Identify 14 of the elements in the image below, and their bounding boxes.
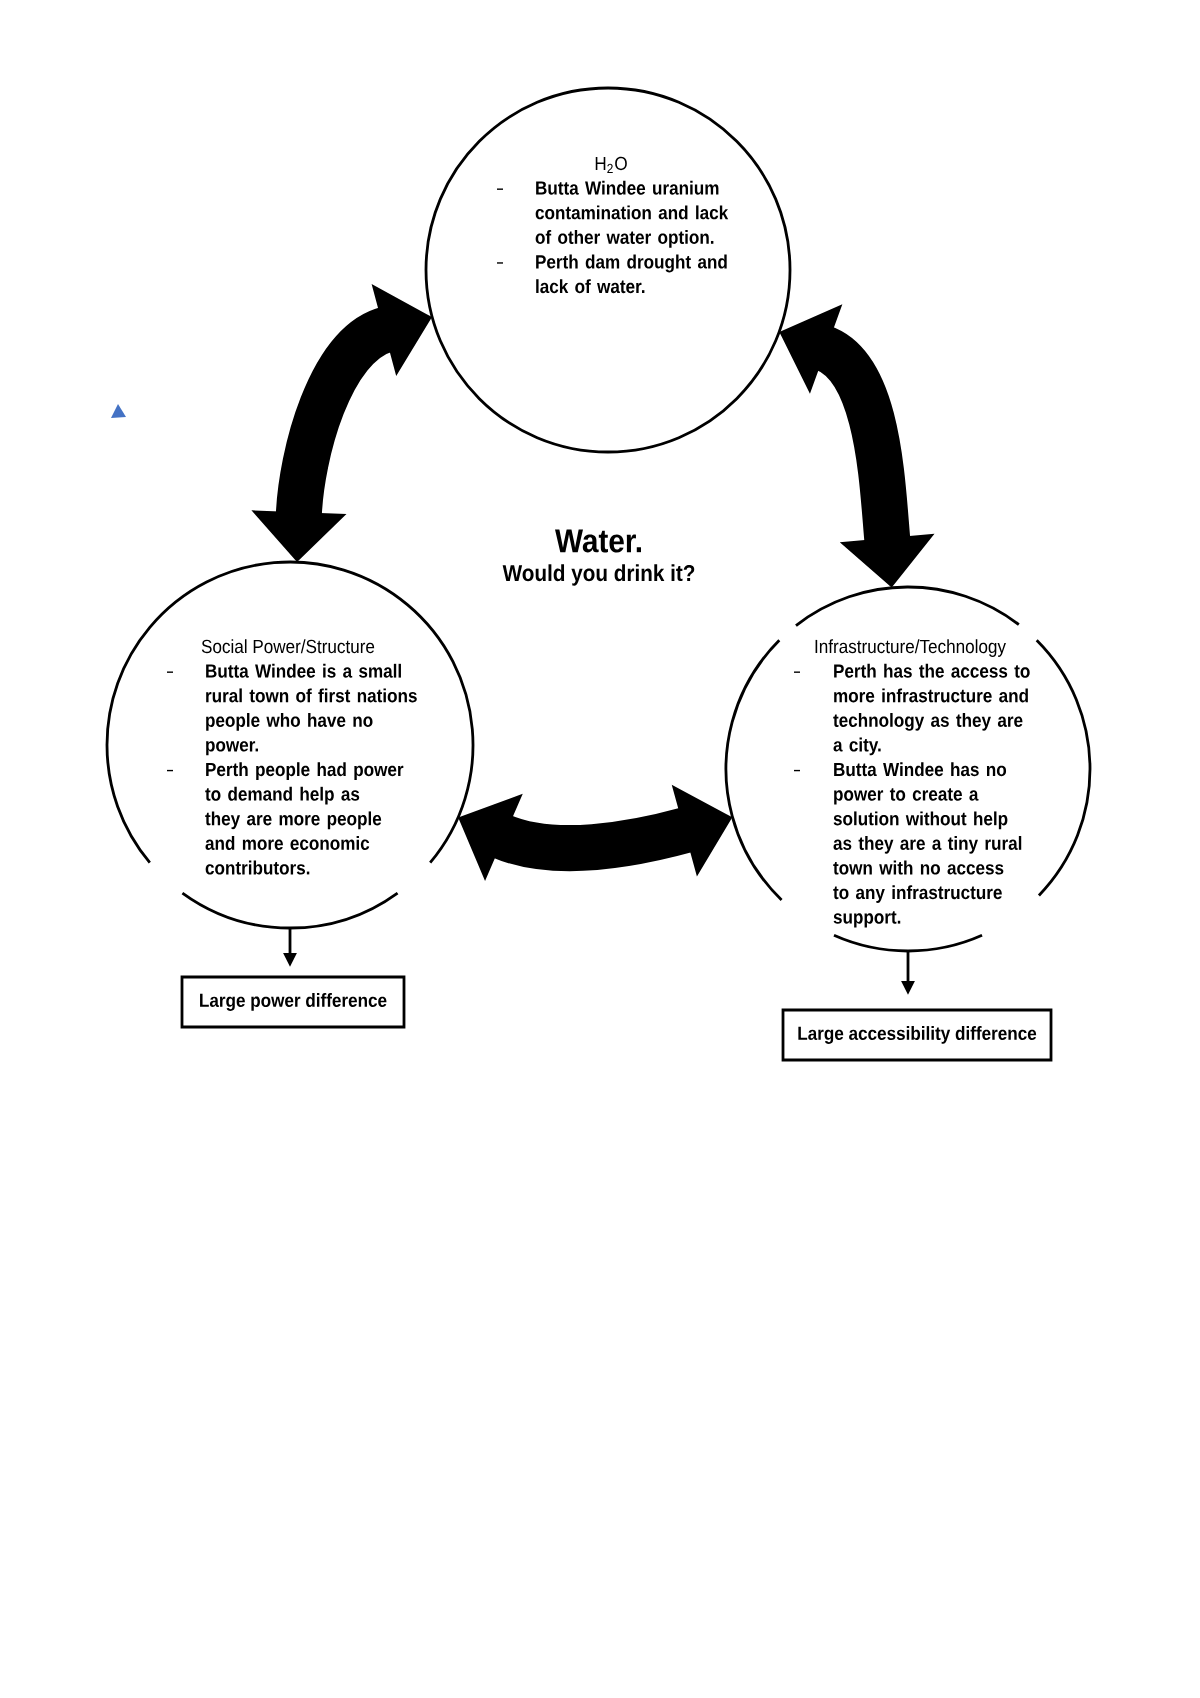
title: Water. (555, 529, 641, 553)
bullet-text: Perth dam drought and lack of water. (536, 254, 727, 294)
bullet-text: Perth people had power to demand help as they are more people and more economic contributors. (205, 762, 404, 875)
topic-circle (424, 86, 792, 454)
bullet-text: Butta Windee is a small rural town of first nations people who have no power. (206, 663, 417, 756)
subtitle: Would you drink it? (502, 564, 695, 586)
bullet-text: Butta Windee uranium contamination and lack of other water option. (535, 180, 729, 248)
circle-heading: Infrastructure/Technology (815, 639, 1006, 657)
circle-heading: Social Power/Structure (201, 639, 375, 654)
bullet-text: Perth has the access to more infrastructure and technology as they are a city. (833, 663, 1030, 756)
result-box: Large accessibility difference (781, 1008, 1053, 1062)
circle-heading: H$_{2}$O (595, 156, 627, 174)
result-box: Large power difference (180, 975, 406, 1029)
bullet-text: Butta Windee has no power to create a solution without help as they are a tiny rural town with no access to any infrastructure support. (833, 762, 1022, 928)
